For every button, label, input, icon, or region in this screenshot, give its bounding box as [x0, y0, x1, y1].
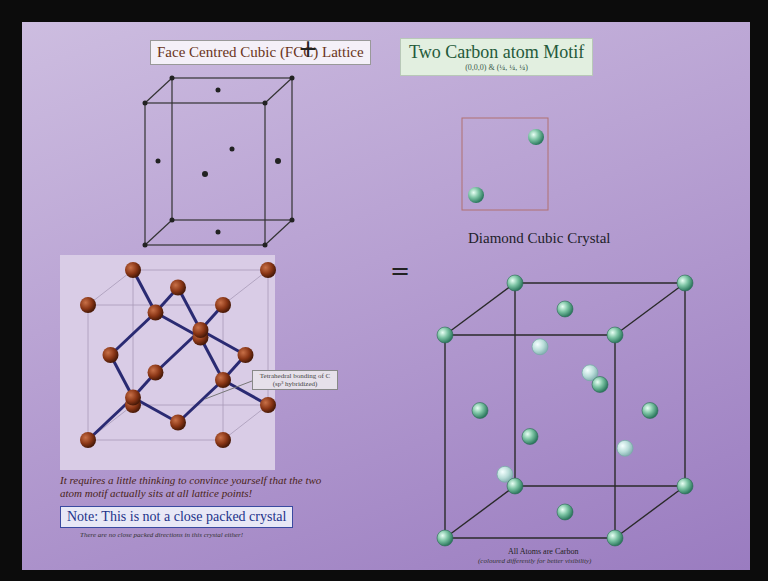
- box-subtext: (0,0,0) & (¼, ¼, ¼): [409, 63, 584, 72]
- callout-box: Tetrahedral bonding of C (sp³ hybridized…: [252, 370, 338, 390]
- atoms-subcaption: (coloured differently for better visibil…: [478, 557, 591, 565]
- title-box: Face Centred Cubic (FCC) Lattice: [150, 40, 371, 65]
- box-text: Tetrahedral bonding of C (sp³ hybridized…: [256, 372, 334, 388]
- ball-stick-model: [80, 262, 276, 448]
- box-text: Two Carbon atom Motif: [409, 42, 584, 63]
- box-text: Face Centred Cubic (FCC) Lattice: [157, 44, 364, 61]
- lattice-points: [143, 76, 295, 248]
- italic-note: It requires a little thinking to convinc…: [60, 474, 335, 499]
- note-subtext: There are no close packed directions in …: [80, 531, 243, 539]
- model-panel: [60, 255, 275, 470]
- plus-sign: +: [298, 36, 318, 64]
- note-box: Note: This is not a close packed crystal: [60, 506, 293, 528]
- leader-line: [205, 381, 252, 399]
- diamond-cubic-crystal: [437, 275, 693, 546]
- fcc-lattice: [145, 78, 292, 245]
- motif-box: Two Carbon atom Motif(0,0,0) & (¼, ¼, ¼): [400, 38, 593, 76]
- equals-sign: =: [390, 258, 410, 286]
- crystal-title: Diamond Cubic Crystal: [468, 230, 611, 247]
- atoms-caption: All Atoms are Carbon: [508, 547, 578, 556]
- box-text: Note: This is not a close packed crystal: [67, 509, 286, 525]
- motif-figure: [462, 118, 548, 210]
